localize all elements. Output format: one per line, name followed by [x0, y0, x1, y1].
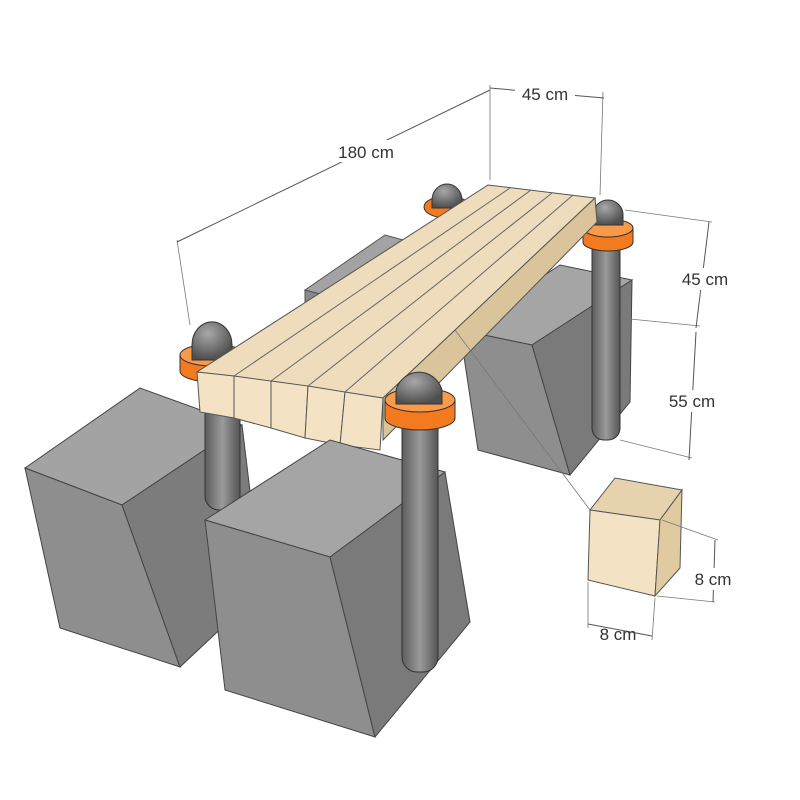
- plank-cross-section: [587, 477, 683, 598]
- dimension-plank: 8 cm 8 cm: [587, 519, 740, 644]
- upper-height-label: 45 cm: [682, 270, 728, 289]
- dimension-length: 180 cm: [176, 85, 491, 326]
- leader-line: [454, 329, 591, 511]
- dimension-depth: 45 cm: [489, 84, 605, 196]
- depth-label: 45 cm: [522, 85, 568, 104]
- plank-height-label: 8 cm: [695, 570, 732, 589]
- plank-ends: [196, 371, 384, 451]
- plank-width-label: 8 cm: [600, 625, 637, 644]
- post-front-right: [384, 371, 456, 673]
- dimension-seat-height: 45 cm 55 cm: [619, 209, 735, 461]
- length-label: 180 cm: [338, 143, 394, 162]
- lower-height-label: 55 cm: [669, 392, 715, 411]
